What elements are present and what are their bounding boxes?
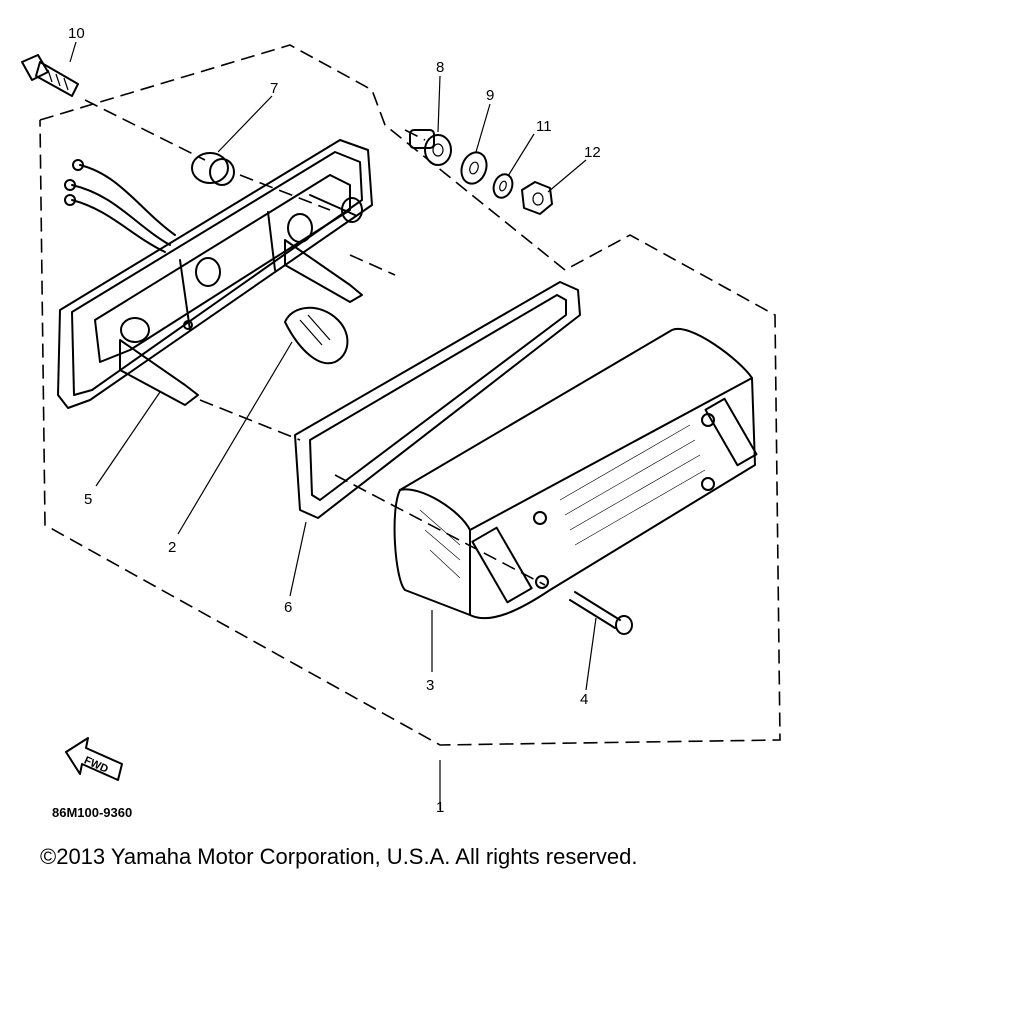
diagram-code: 86M100-9360 bbox=[52, 805, 132, 820]
alignment-line bbox=[239, 174, 331, 211]
callout-7: 7 bbox=[270, 80, 278, 97]
nut-part-12 bbox=[521, 181, 553, 215]
callout-4: 4 bbox=[580, 691, 588, 708]
leader-line bbox=[289, 521, 307, 597]
callout-8: 8 bbox=[436, 59, 444, 76]
leader-line bbox=[585, 617, 597, 691]
screw-part-4 bbox=[569, 591, 633, 635]
leader-line bbox=[69, 41, 77, 63]
leader-line bbox=[437, 75, 441, 133]
assembly-outline bbox=[39, 44, 781, 746]
callout-2: 2 bbox=[168, 539, 176, 556]
callout-12: 12 bbox=[584, 144, 601, 161]
wire-harness bbox=[64, 159, 176, 253]
alignment-line bbox=[334, 474, 546, 586]
screw-part-10 bbox=[21, 54, 79, 97]
lens-part-3 bbox=[393, 327, 758, 620]
callout-11: 11 bbox=[536, 118, 552, 135]
lock-washer-part-11 bbox=[492, 173, 514, 199]
leader-line bbox=[507, 133, 535, 177]
lamp-housing-part-5 bbox=[57, 139, 373, 409]
alignment-line bbox=[404, 129, 426, 141]
alignment-line bbox=[199, 399, 301, 441]
forward-direction-arrow: FWD bbox=[65, 737, 123, 781]
leader-line bbox=[217, 95, 273, 153]
collar-part-8 bbox=[409, 129, 452, 166]
callout-9: 9 bbox=[486, 87, 494, 104]
callout-10: 10 bbox=[68, 25, 85, 42]
leader-line bbox=[177, 341, 293, 535]
callout-6: 6 bbox=[284, 599, 292, 616]
callout-1: 1 bbox=[436, 799, 444, 816]
grommet-part-7 bbox=[191, 152, 235, 186]
leader-line bbox=[547, 159, 587, 193]
leader-line bbox=[95, 391, 161, 487]
bulb-part-2 bbox=[284, 306, 349, 365]
callout-3: 3 bbox=[426, 677, 434, 694]
gasket-part-6 bbox=[294, 281, 581, 519]
copyright-notice: ©2013 Yamaha Motor Corporation, U.S.A. A… bbox=[40, 844, 638, 869]
washer-part-9 bbox=[460, 151, 488, 185]
leader-line bbox=[475, 103, 491, 153]
alignment-line bbox=[84, 99, 206, 161]
alignment-line bbox=[349, 254, 396, 276]
callout-5: 5 bbox=[84, 491, 92, 508]
